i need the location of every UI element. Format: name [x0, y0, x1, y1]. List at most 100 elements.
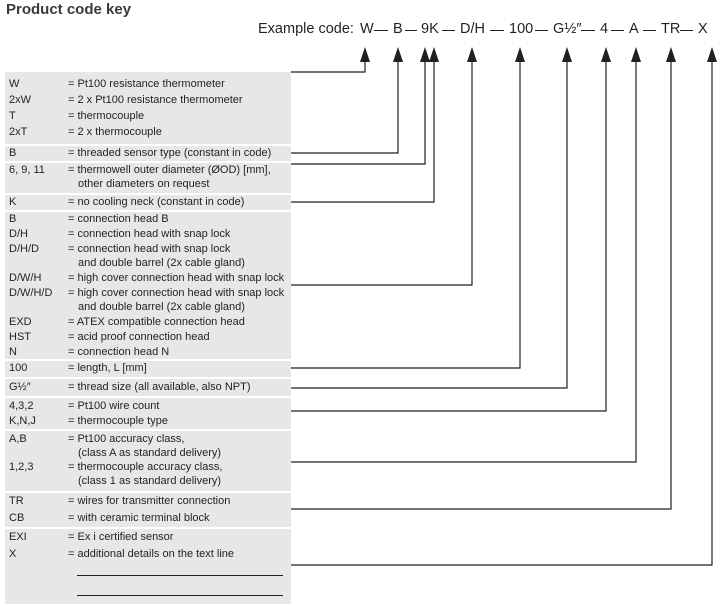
leader-sensor — [291, 52, 366, 73]
leader-thread — [291, 52, 568, 389]
page-title: Product code key — [6, 1, 132, 18]
code-segment-thread: G½″ — [553, 21, 582, 37]
arrowhead-icon — [467, 47, 477, 62]
key-description: = Pt100 wire count — [68, 400, 160, 412]
key-code: TR — [9, 495, 24, 507]
code-segment-connection-head: D/H — [460, 21, 485, 37]
code-separator — [405, 30, 417, 32]
key-description: = 2 x thermocouple — [68, 126, 162, 138]
key-code: X — [9, 548, 17, 560]
leader-length — [291, 52, 521, 369]
arrowhead-icon — [601, 47, 611, 62]
key-code: 6, 9, 11 — [9, 164, 45, 176]
key-description: = connection head N — [68, 346, 170, 358]
code-key-panel — [5, 72, 291, 604]
arrowhead-icon — [429, 47, 439, 62]
key-description: = thermocouple — [68, 110, 145, 122]
key-code: W — [9, 78, 20, 90]
key-description: = connection head with snap lock — [68, 228, 231, 240]
key-code: D/H/D — [9, 243, 39, 255]
key-description: = thermowell outer diameter (ØOD) [mm], — [68, 164, 271, 176]
key-code: D/W/H/D — [9, 287, 53, 299]
code-separator — [680, 30, 693, 32]
key-code: N — [9, 346, 17, 358]
key-description: = Pt100 resistance thermometer — [68, 78, 225, 90]
arrowhead-icon — [707, 47, 717, 62]
key-code: 4,3,2 — [9, 400, 34, 412]
code-segment-diameter-neck: 9K — [421, 21, 439, 37]
key-description-continued: and double barrel (2x cable gland) — [78, 256, 245, 269]
group-divider — [5, 161, 291, 163]
additional-details-line — [77, 575, 283, 576]
code-separator — [581, 30, 595, 32]
key-description-continued: (class A as standard delivery) — [78, 446, 222, 459]
key-code: A,B — [9, 433, 27, 445]
key-description: = thermocouple accuracy class, — [68, 461, 223, 473]
key-description: = high cover connection head with snap l… — [68, 272, 285, 284]
key-code: HST — [9, 331, 31, 343]
group-divider — [5, 527, 291, 529]
key-description: = thread size (all available, also NPT) — [68, 381, 251, 393]
code-segment-sensor: W — [360, 21, 374, 37]
key-code: B — [9, 213, 17, 225]
key-description: = Ex i certified sensor — [68, 531, 174, 543]
leader-transmitter — [291, 52, 672, 510]
key-code: EXI — [9, 531, 27, 543]
group-divider — [5, 359, 291, 361]
code-separator — [611, 30, 624, 32]
arrowhead-icon — [360, 47, 370, 62]
key-description: = connection head with snap lock — [68, 243, 231, 255]
arrowhead-icon — [515, 47, 525, 62]
group-divider — [5, 377, 291, 379]
key-description: = additional details on the text line — [68, 548, 235, 560]
key-description: = wires for transmitter connection — [68, 495, 231, 507]
key-description-continued: (class 1 as standard delivery) — [78, 474, 222, 487]
leader-wire-count — [291, 52, 607, 412]
code-separator — [374, 30, 388, 32]
example-code-label: Example code: — [258, 21, 354, 37]
code-segment-accuracy: A — [629, 21, 639, 37]
code-segment-transmitter: TR — [661, 21, 681, 37]
arrowhead-icon — [666, 47, 676, 62]
leader-diameter — [291, 52, 426, 165]
code-segment-sensor-type: B — [393, 21, 403, 37]
group-divider — [5, 429, 291, 431]
key-description: = high cover connection head with snap l… — [68, 287, 285, 299]
key-description: = 2 x Pt100 resistance thermometer — [68, 94, 243, 106]
key-code: 1,2,3 — [9, 461, 34, 473]
key-description: = ATEX compatible connection head — [68, 316, 245, 328]
key-code: G½″ — [9, 381, 31, 393]
code-segment-extra: X — [698, 21, 708, 37]
key-description-continued: other diameters on request — [78, 177, 210, 190]
code-separator — [535, 30, 548, 32]
group-divider — [5, 491, 291, 493]
group-divider — [5, 210, 291, 212]
key-description: = no cooling neck (constant in code) — [68, 196, 245, 208]
key-code: CB — [9, 512, 25, 524]
arrowhead-icon — [420, 47, 430, 62]
group-divider — [5, 396, 291, 398]
arrowhead-icon — [562, 47, 572, 62]
code-separator — [643, 30, 656, 32]
key-code: D/H — [9, 228, 28, 240]
key-code: K,N,J — [9, 415, 36, 427]
key-description: = acid proof connection head — [68, 331, 210, 343]
code-segment-length: 100 — [509, 21, 534, 37]
arrowhead-icon — [631, 47, 641, 62]
key-description: = connection head B — [68, 213, 169, 225]
code-separator — [442, 30, 455, 32]
key-code: T — [9, 110, 16, 122]
key-description: = length, L [mm] — [68, 362, 147, 374]
code-segment-wire-count: 4 — [600, 21, 609, 37]
key-code: 100 — [9, 362, 28, 374]
key-description: = Pt100 accuracy class, — [68, 433, 185, 445]
leader-connection-head — [291, 52, 473, 286]
key-description: = threaded sensor type (constant in code… — [68, 147, 272, 159]
key-code: D/W/H — [9, 272, 42, 284]
key-code: 2xT — [9, 126, 28, 138]
key-code: EXD — [9, 316, 32, 328]
leader-extra — [291, 52, 713, 566]
arrowhead-icon — [393, 47, 403, 62]
code-separator — [490, 30, 504, 32]
